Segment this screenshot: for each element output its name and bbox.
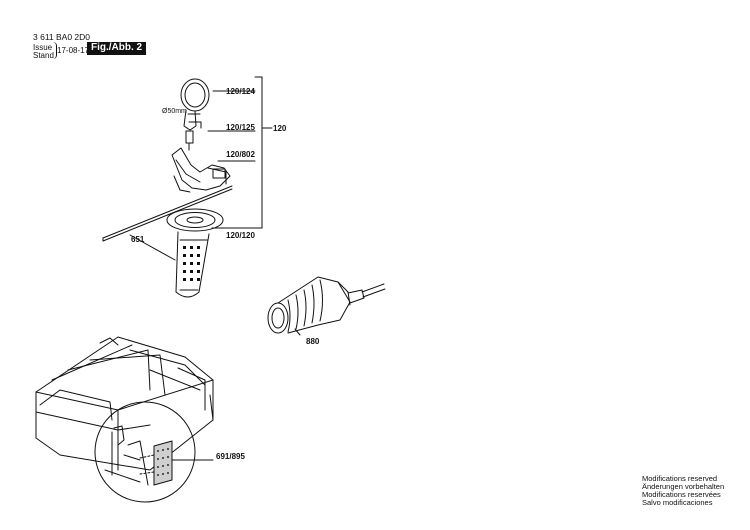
callout-120-124: 120/124 <box>226 87 255 96</box>
dust-extraction-part-880 <box>267 276 386 336</box>
clamp-ring-part-120-124 <box>180 78 210 131</box>
issue-label: Issue <box>33 43 53 52</box>
callout-120-802: 120/802 <box>226 150 255 159</box>
note-line-3: Modifications reservées <box>642 490 721 499</box>
callout-880: 880 <box>306 337 320 346</box>
assembly-bracket-120 <box>207 76 273 229</box>
instruction-plate-texture <box>157 448 169 476</box>
header-brace <box>53 42 57 59</box>
callout-120: 120 <box>273 124 287 133</box>
figure-label: Fig./Abb. 2 <box>87 42 147 55</box>
note-line-2: Änderungen vorbehalten <box>642 482 725 491</box>
callout-120-120: 120/120 <box>226 231 255 240</box>
instruction-plate-part-691-895 <box>139 440 214 486</box>
detail-magnifier <box>94 401 196 503</box>
document-number: 3 611 BA0 2D0 <box>33 32 91 42</box>
callout-651: 651 <box>131 235 145 244</box>
note-line-4: Salvo modificaciones <box>642 498 713 507</box>
callout-120-125: 120/125 <box>226 123 255 132</box>
stand-label: Stand <box>33 51 54 60</box>
auxiliary-handle-part-120-120 <box>166 208 224 298</box>
issue-date: 17-08-17 <box>57 46 90 55</box>
carrying-case <box>35 336 214 471</box>
handle-holder-part-120-802 <box>171 147 231 193</box>
diameter-label: Ø50mm <box>162 108 187 115</box>
note-line-1: Modifications reserved <box>642 474 718 483</box>
clamp-bolt-part-120-125 <box>185 130 194 151</box>
handle-grip-texture <box>183 246 200 281</box>
depth-rod-part-651 <box>102 185 233 261</box>
callout-691-895: 691/895 <box>216 452 245 461</box>
